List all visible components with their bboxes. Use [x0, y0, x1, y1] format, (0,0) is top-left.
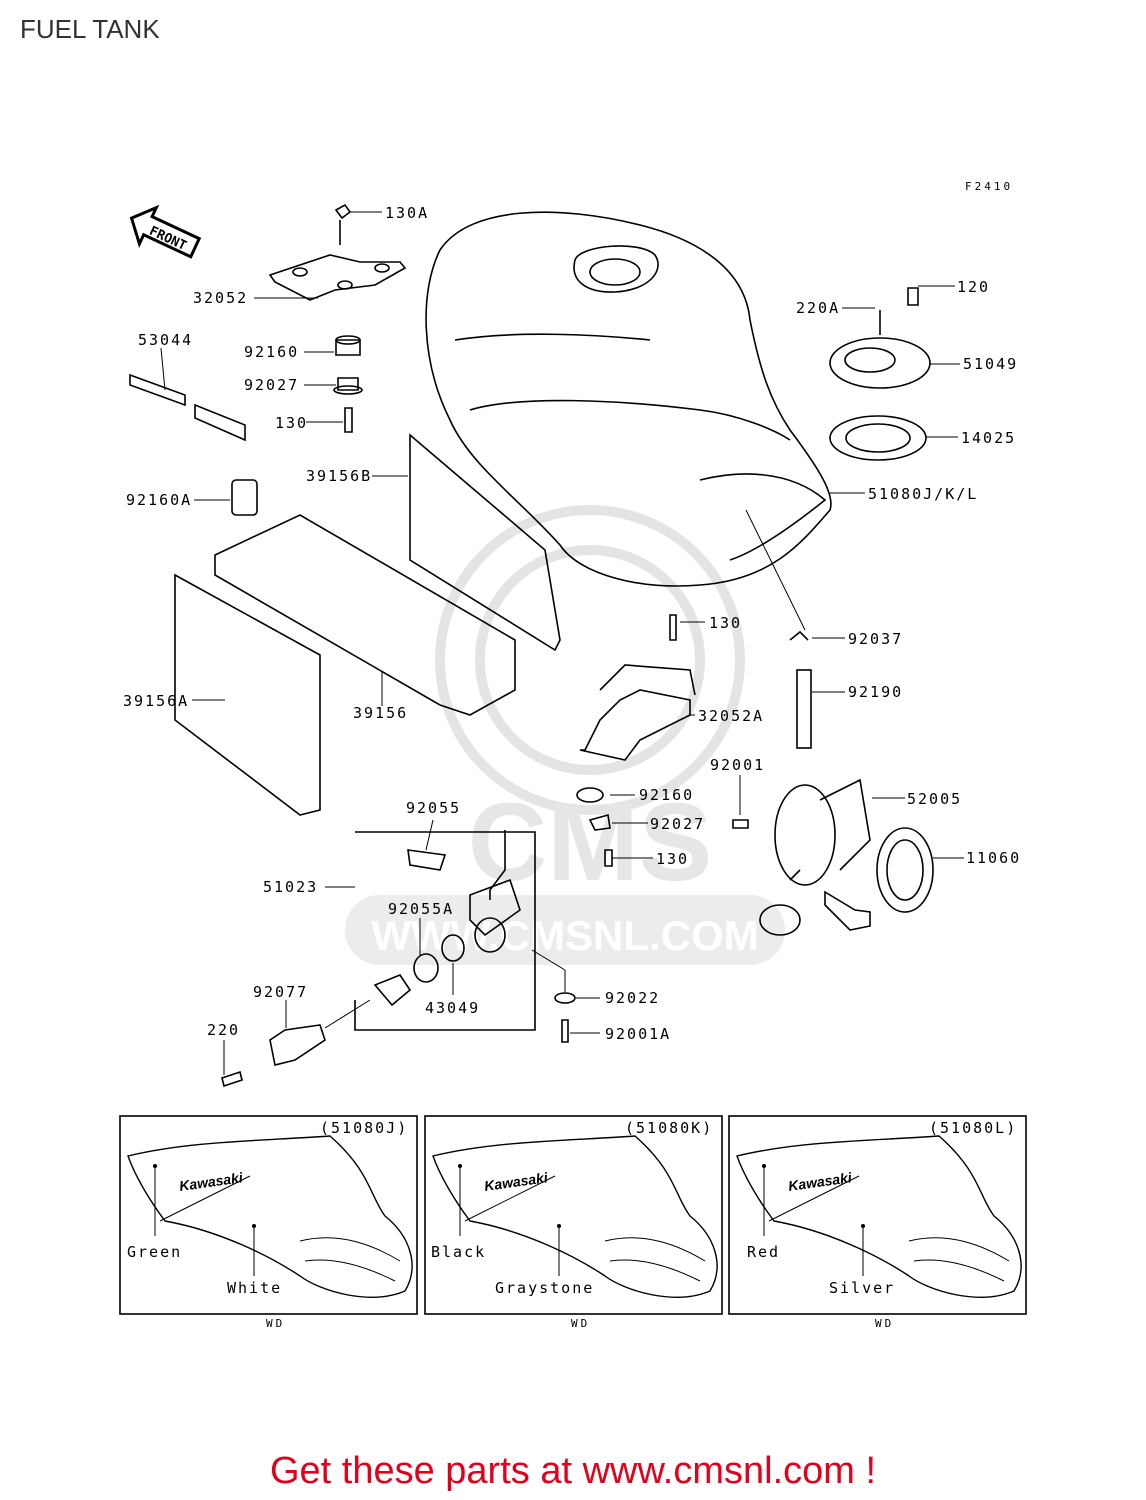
tank-brand-text: Kawasaki [787, 1169, 854, 1194]
part-label: 51049 [963, 355, 1018, 373]
part-label: 92160A [126, 491, 192, 509]
part-label: 32052 [193, 289, 248, 307]
petcock-group-box [354, 831, 536, 1031]
footer-link[interactable]: Get these parts at www.cmsnl.com ! [269, 1450, 877, 1492]
part-label: 92160 [244, 343, 299, 361]
part-label: 92001 [710, 756, 765, 774]
parts-diagram: CMS WWW.CMSNL.COM F2410 FRONT [119, 180, 1027, 1330]
part-label: 39156B [306, 467, 372, 485]
variant-panel: (51080K) Kawasaki Black Graystone WD [424, 1115, 723, 1330]
part-label: 130 [709, 614, 742, 632]
part-label: 220 [207, 1021, 240, 1039]
watermark: CMS WWW.CMSNL.COM [345, 505, 785, 965]
part-label: 39156A [123, 692, 189, 710]
variant-color-bottom: Graystone [495, 1279, 594, 1297]
part-label: 92055 [406, 799, 461, 817]
part-label: 92160 [639, 786, 694, 804]
tank-brand-text: Kawasaki [483, 1169, 550, 1194]
part-label: 32052A [698, 707, 764, 725]
variant-note: WD [875, 1317, 894, 1330]
part-label: 130 [275, 414, 308, 432]
part-label: 11060 [966, 849, 1021, 867]
part-label: 43049 [425, 999, 480, 1017]
variant-note: WD [571, 1317, 590, 1330]
part-label: 130A [385, 204, 429, 222]
part-label: 92055A [388, 900, 454, 918]
variant-panels: (51080J) Kawasaki Green White WD (51080K… [119, 1115, 1027, 1330]
page-title: FUEL TANK [20, 14, 160, 44]
fuel-tank-shape [425, 211, 832, 587]
variant-code: (51080L) [929, 1119, 1017, 1137]
front-arrow-icon: FRONT [129, 204, 202, 259]
part-label: 51080J/K/L [868, 485, 978, 503]
variant-color-top: Green [127, 1243, 182, 1261]
variant-color-bottom: Silver [829, 1279, 895, 1297]
variant-note: WD [266, 1317, 285, 1330]
variant-code: (51080J) [320, 1119, 408, 1137]
variant-color-bottom: White [227, 1279, 282, 1297]
part-label: 14025 [961, 429, 1016, 447]
part-label: 51023 [263, 878, 318, 896]
variant-color-top: Black [431, 1243, 486, 1261]
watermark-url: WWW.CMSNL.COM [371, 912, 758, 959]
figure-code: F2410 [965, 180, 1013, 193]
part-label: 220A [796, 299, 840, 317]
variant-color-top: Red [747, 1243, 780, 1261]
part-label: 120 [957, 278, 990, 296]
part-label: 92190 [848, 683, 903, 701]
part-label: 52005 [907, 790, 962, 808]
variant-panel: (51080J) Kawasaki Green White WD [119, 1115, 418, 1330]
variant-code: (51080K) [625, 1119, 713, 1137]
part-label: 92001A [605, 1025, 671, 1043]
part-label: 92077 [253, 983, 308, 1001]
part-labels: 130A 32052 53044 92160 92027 130 39156B … [123, 204, 1021, 1043]
part-label: 92027 [244, 376, 299, 394]
part-label: 53044 [138, 331, 193, 349]
part-label: 92027 [650, 815, 705, 833]
part-label: 92022 [605, 989, 660, 1007]
part-label: 39156 [353, 704, 408, 722]
part-label: 92037 [848, 630, 903, 648]
variant-panel: (51080L) Kawasaki Red Silver WD [728, 1115, 1027, 1330]
part-label: 130 [656, 850, 689, 868]
tank-brand-text: Kawasaki [178, 1169, 245, 1194]
